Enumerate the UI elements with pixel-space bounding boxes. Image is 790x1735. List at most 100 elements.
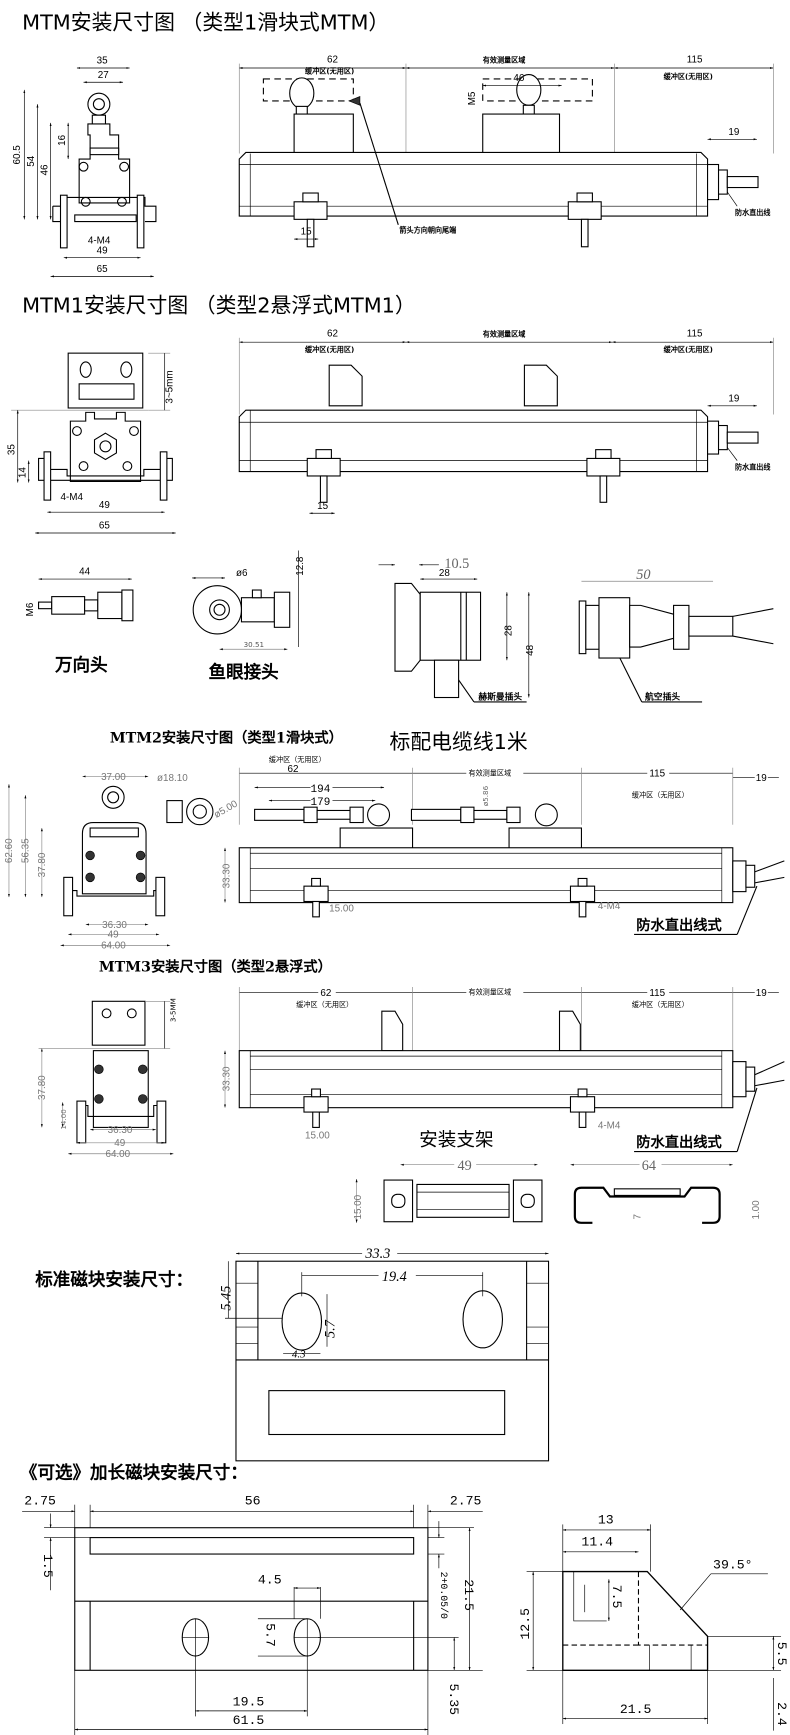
dim-label: 50 [636,567,650,583]
dim-label: 115 [649,988,665,999]
section-title: MTM3安装尺寸图（类型2悬浮式） [99,958,332,976]
buffer-zone-label: 缓冲区（无用区） [632,790,689,799]
rod-end [254,803,391,827]
end-view: 3-5MM 37.80 14.00 36.30 49 64.00 [37,998,178,1160]
dim-label: 33.3 [364,1246,390,1262]
mounting-bracket: 安装支架 49 15.00 64 7 1.00 [353,1130,762,1224]
dim-label: 10.5 [444,556,469,572]
connector-label: 鱼眼接头 [209,662,280,683]
side-view: 62 缓冲区(无用区) 有效测量区域 115 缓冲区(无用区) 19 防水直出线… [238,329,774,515]
dim-label: 5.7 [323,1319,339,1338]
dim-label: 16 [57,134,68,145]
magnet [558,1010,581,1052]
dim-label: 19 [756,988,767,999]
buffer-zone-label: 缓冲区(无用区) [305,66,354,75]
end-view: 35 27 60.5 54 46 16 4-M4 49 65 [12,56,157,278]
section-title: 标准磁块安装尺寸： [34,1269,193,1290]
magnet [381,1010,404,1052]
dim-label: 65 [97,264,108,275]
dim-label: 48 [525,644,536,655]
hirschmann-plug: 10.5 28 28 48 赫斯曼插头 [378,556,536,703]
dim-label: 37.80 [37,1075,48,1100]
aviation-plug: 50 航空插头 [578,567,774,703]
dim-label: 56.35 [21,838,32,863]
thread-spec: 4-M4 [598,1121,621,1132]
dim-label: 37.80 [37,852,48,877]
connector-label: 航空插头 [645,691,680,703]
dim-label: 115 [649,768,665,779]
dim-label: 49 [458,1158,472,1174]
dim-label: 15.00 [305,1130,330,1141]
buffer-zone-label: 缓冲区（无用区） [269,755,326,764]
dim-label: 19 [756,773,767,784]
dim-label: 2.4 [774,1702,789,1726]
thread-spec: 4-M4 [88,235,111,246]
dim-label: 4.5 [258,1573,282,1588]
long-magnet: 《可选》加长磁块安装尺寸： 2.75 56 2.75 1.5 2+0.05/0 … [20,1462,789,1735]
dim-label: 46 [513,73,524,84]
dim-label: 179 [311,797,331,809]
dim-label: 19 [728,127,739,138]
dim-label: 64 [642,1158,656,1174]
dim-label: 1.00 [751,1200,762,1220]
universal-joint: 44 M6 万向头 [25,567,134,676]
dim-label: 28 [503,625,514,636]
section-title: MTM1安装尺寸图 （类型2悬浮式MTM1） [22,294,416,318]
dim-label: 49 [97,245,108,256]
dim-label: 30.51 [244,640,264,649]
dim-label: 44 [79,567,90,578]
fisheye-joint: ø6 12.8 30.51 鱼眼接头 [192,550,306,683]
magnet-window [268,1390,506,1436]
dim-label: 5.35 [446,1683,461,1715]
dim-label: 19.4 [382,1269,407,1285]
dim-label: 64.00 [101,941,126,952]
dim-label: 4.3 [292,1349,306,1361]
effective-zone-label: 有效测量区域 [483,330,526,339]
buffer-zone-label: 缓冲区（无用区） [632,1000,689,1009]
dim-label: 62 [327,55,338,66]
angle-label: 39.5° [713,1557,752,1572]
mounting-slot [281,1292,323,1351]
mounting-slot [462,1290,504,1349]
dim-label: 5.45 [218,1286,234,1311]
dim-label: 64.00 [105,1149,130,1160]
dim-label: 7.5 [609,1585,624,1609]
long-magnet-front: 2.75 56 2.75 1.5 2+0.05/0 21.5 4.5 5.7 [22,1494,483,1735]
effective-zone-label: 有效测量区域 [468,768,511,777]
long-magnet-side: 13 11.4 7.5 12.5 39.5° 5.5 2.4 21.5 [518,1512,789,1731]
thread-spec: 4-M4 [61,492,84,503]
connector-options: 44 M6 万向头 ø6 12.8 30.51 鱼眼接头 10.5 [25,550,774,703]
dim-label: 46 [39,164,50,175]
thread-spec: M6 [25,602,36,616]
dim-label: ø18.10 [157,773,188,784]
dim-label: 60.5 [12,145,23,165]
buffer-zone-label: 缓冲区(无用区) [664,72,713,81]
buffer-zone-label: 缓冲区(无用区) [664,345,713,354]
outlet-label: 防水直出线式 [636,916,722,934]
dim-label: 61.5 [233,1713,265,1728]
dim-label: 19.5 [233,1694,265,1709]
side-view: 62 缓冲区(无用区) 有效测量区域 115 缓冲区(无用区) 46 M5 19 [238,55,774,248]
arrow-note: 箭头方向朝向尾端 [399,226,456,235]
section-title: 《可选》加长磁块安装尺寸： [20,1462,248,1483]
dim-label: 2.75 [24,1494,56,1509]
dim-label: 15 [317,501,328,512]
outlet-label: 防水直出线 [735,462,771,471]
side-view: 缓冲区（无用区） 62 有效测量区域 115 19 缓冲区（无用区） 194 1… [221,755,785,935]
dim-label: 49 [114,1138,125,1149]
cable-gland [707,163,720,201]
section-title: MTM2安装尺寸图（类型1滑块式） [110,728,343,746]
dim-label: ø6 [236,568,248,579]
dim-label: 7 [633,1214,644,1219]
cable [726,176,759,189]
dim-label: 21.5 [620,1702,652,1717]
dim-label: 33.30 [221,863,232,888]
dim-label: 15.00 [329,903,354,914]
dim-label: 36.30 [102,920,127,931]
dim-label: 62 [320,988,331,999]
section-mtm: MTM安装尺寸图 （类型1滑块式MTM） 35 27 60.5 54 46 16… [12,11,774,278]
dim-label: 5.5 [774,1642,789,1666]
dim-label: 1.5 [40,1554,55,1578]
outlet-label: 防水直出线 [735,208,771,217]
outlet-label: 防水直出线式 [636,1133,722,1151]
